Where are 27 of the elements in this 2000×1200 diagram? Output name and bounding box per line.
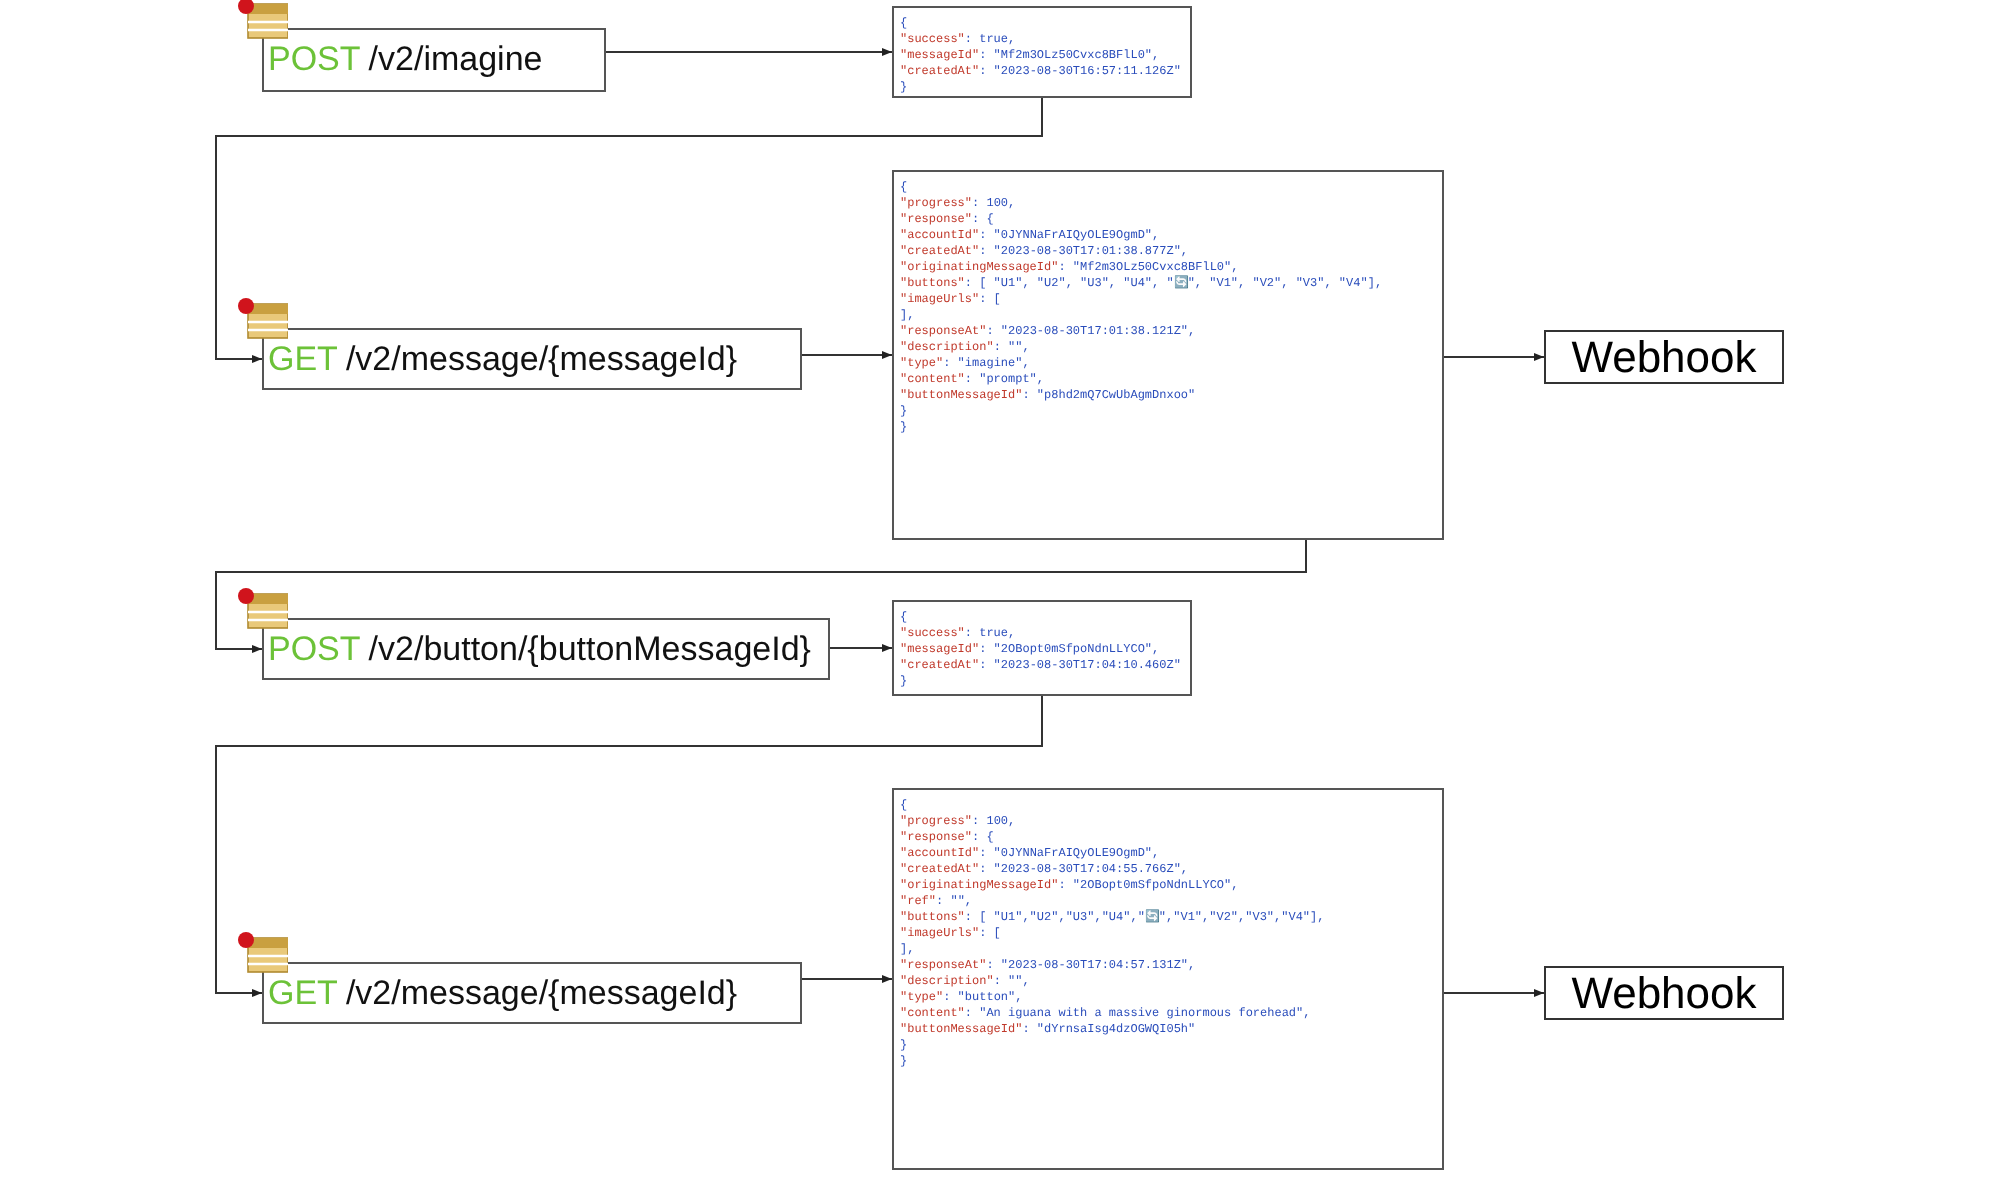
endpoint-path: /v2/imagine <box>368 40 543 80</box>
arrow <box>1443 353 1545 361</box>
endpoint-box <box>262 618 830 680</box>
json-response-box <box>892 6 1192 98</box>
arrow <box>829 644 893 652</box>
json-response-box <box>892 600 1192 696</box>
webhook-box: Webhook <box>1544 966 1784 1020</box>
http-method: POST <box>268 40 361 80</box>
endpoint-path: /v2/message/{messageId} <box>345 339 738 379</box>
webhook-box: Webhook <box>1544 330 1784 384</box>
endpoint-path: /v2/button/{buttonMessageId} <box>368 629 811 669</box>
arrow <box>605 48 893 56</box>
arrow <box>215 695 1043 997</box>
endpoint-path: /v2/message/{messageId} <box>345 973 738 1013</box>
endpoint-box <box>262 962 802 1024</box>
http-method: GET <box>268 339 338 379</box>
arrow <box>215 539 1307 653</box>
http-method: GET <box>268 973 338 1013</box>
json-response-box <box>892 788 1444 1170</box>
endpoint-box <box>262 28 606 92</box>
json-response-box <box>892 170 1444 540</box>
arrow <box>801 351 893 359</box>
endpoint-box <box>262 328 802 390</box>
arrow <box>215 97 1043 363</box>
http-method: POST <box>268 629 361 669</box>
arrow <box>1443 989 1545 997</box>
arrow <box>801 975 893 983</box>
